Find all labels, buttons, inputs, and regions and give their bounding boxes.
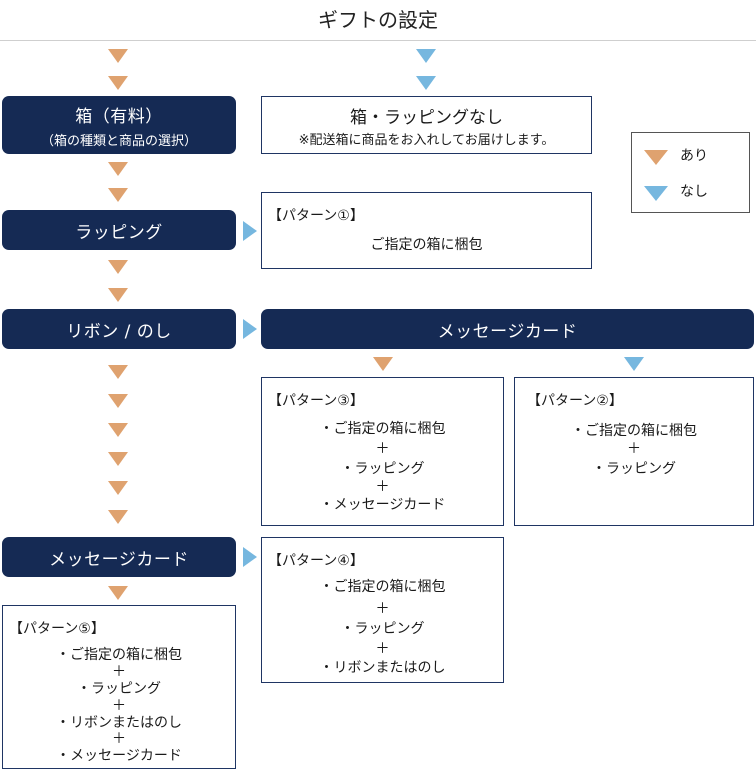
- arrow-yes-icon: [108, 260, 128, 274]
- arrow-yes-icon: [108, 188, 128, 202]
- legend-yes-label: あり: [680, 148, 708, 164]
- pattern-4-plus-1: ＋: [375, 601, 390, 617]
- step-box-label: 箱（有料）: [75, 106, 163, 127]
- arrow-no-icon: [416, 49, 436, 63]
- pattern-2-line-1: ・ご指定の箱に梱包: [571, 423, 697, 439]
- arrow-right-no-icon: [243, 319, 257, 339]
- arrow-yes-icon: [108, 365, 128, 379]
- pattern-1: 【パターン①】 ご指定の箱に梱包: [261, 192, 592, 269]
- arrow-yes-icon: [108, 49, 128, 63]
- step-box: 箱（有料） （箱の種類と商品の選択）: [2, 96, 236, 154]
- pattern-4-title: 【パターン④】: [268, 553, 364, 569]
- pattern-3: 【パターン③】 ・ご指定の箱に梱包 ＋ ・ラッピング ＋ ・メッセージカード: [261, 377, 504, 526]
- step-message-card: メッセージカード: [2, 537, 236, 577]
- pattern-5: 【パターン⑤】 ・ご指定の箱に梱包 ＋ ・ラッピング ＋ ・リボンまたはのし ＋…: [2, 605, 236, 769]
- arrow-yes-icon: [108, 76, 128, 90]
- page-title: ギフトの設定: [0, 0, 756, 41]
- arrow-yes-icon: [108, 586, 128, 600]
- pattern-4-line-2: ・ラッピング: [340, 621, 425, 637]
- pattern-5-line-1: ・ご指定の箱に梱包: [56, 647, 182, 663]
- pattern-5-title: 【パターン⑤】: [9, 621, 105, 637]
- arrow-yes-icon: [108, 423, 128, 437]
- pattern-3-line-2: ・ラッピング: [340, 461, 425, 477]
- pattern-3-plus-1: ＋: [375, 441, 390, 457]
- legend-yes-icon: [644, 150, 668, 165]
- pattern-5-plus-2: ＋: [112, 698, 126, 714]
- arrow-yes-icon: [108, 452, 128, 466]
- step-wrapping-label: ラッピング: [75, 222, 163, 243]
- arrow-yes-icon: [108, 394, 128, 408]
- pattern-2-title: 【パターン②】: [527, 393, 623, 409]
- arrow-yes-icon: [373, 357, 393, 371]
- step-ribbon: リボン / のし: [2, 309, 236, 349]
- arrow-no-icon: [624, 357, 644, 371]
- no-box-title: 箱・ラッピングなし: [350, 108, 503, 128]
- arrow-yes-icon: [108, 288, 128, 302]
- pattern-3-line-3: ・メッセージカード: [319, 497, 446, 513]
- pattern-2-line-2: ・ラッピング: [592, 461, 676, 477]
- step-message-card-label: メッセージカード: [49, 549, 189, 570]
- legend-no-label: なし: [680, 184, 708, 200]
- arrow-yes-icon: [108, 510, 128, 524]
- message-card-header: メッセージカード: [261, 309, 754, 349]
- message-card-header-label: メッセージカード: [437, 321, 578, 342]
- pattern-4-line-3: ・リボンまたはのし: [319, 660, 446, 676]
- pattern-5-plus-3: ＋: [112, 731, 126, 747]
- arrow-right-no-icon: [243, 547, 257, 567]
- no-box-note: ※配送箱に商品をお入れしてお届けします。: [298, 133, 555, 148]
- legend-no-icon: [644, 186, 668, 201]
- pattern-4-plus-2: ＋: [375, 641, 390, 657]
- step-box-sub: （箱の種類と商品の選択）: [40, 133, 197, 149]
- no-box-panel: 箱・ラッピングなし ※配送箱に商品をお入れしてお届けします。: [261, 96, 592, 154]
- pattern-5-plus-1: ＋: [112, 664, 126, 680]
- step-wrapping: ラッピング: [2, 210, 236, 250]
- pattern-3-plus-2: ＋: [375, 479, 390, 495]
- pattern-4-line-1: ・ご指定の箱に梱包: [319, 579, 446, 595]
- pattern-1-line: ご指定の箱に梱包: [370, 237, 483, 253]
- pattern-5-line-4: ・メッセージカード: [56, 748, 182, 764]
- arrow-yes-icon: [108, 481, 128, 495]
- pattern-1-title: 【パターン①】: [268, 208, 364, 224]
- arrow-yes-icon: [108, 162, 128, 176]
- pattern-4: 【パターン④】 ・ご指定の箱に梱包 ＋ ・ラッピング ＋ ・リボンまたはのし: [261, 537, 504, 683]
- legend: あり なし: [631, 132, 750, 213]
- pattern-5-line-3: ・リボンまたはのし: [56, 715, 182, 731]
- pattern-2: 【パターン②】 ・ご指定の箱に梱包 ＋ ・ラッピング: [514, 377, 754, 526]
- pattern-3-line-1: ・ご指定の箱に梱包: [319, 421, 446, 437]
- step-ribbon-label: リボン / のし: [66, 321, 172, 342]
- arrow-right-no-icon: [243, 221, 257, 241]
- arrow-no-icon: [416, 76, 436, 90]
- pattern-5-line-2: ・ラッピング: [77, 681, 161, 697]
- pattern-3-title: 【パターン③】: [268, 393, 364, 409]
- pattern-2-plus-1: ＋: [627, 441, 641, 457]
